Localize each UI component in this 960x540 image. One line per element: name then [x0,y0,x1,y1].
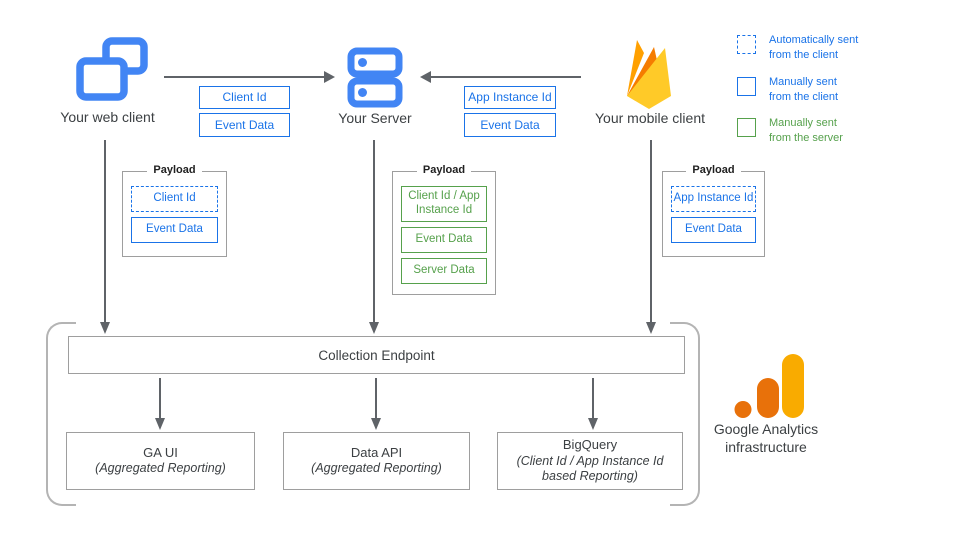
transfer-tag-client-id: Client Id [199,86,290,109]
output-subtitle: (Aggregated Reporting) [95,461,226,476]
legend-swatch-manual-server [737,118,756,137]
payload-server: Payload Client Id / App Instance Id Even… [392,164,496,295]
legend-swatch-manual-client [737,77,756,96]
legend-line: Automatically sent [769,34,859,46]
legend-item-auto-client: Automatically sent from the client [737,33,858,63]
legend-swatch-auto-client [737,35,756,54]
payload-web-items: Client Id Event Data [123,172,226,256]
legend-item-manual-server: Manually sent from the server [737,116,843,146]
arrow-endpoint-to-data-api [371,378,381,430]
output-subtitle: (Client Id / App Instance Id based Repor… [516,453,664,484]
payload-title-text: Payload [416,164,472,176]
web-client-icon [76,37,148,101]
transfer-tag-event-data-web: Event Data [199,113,290,137]
payload-item-client-or-app-instance-id: Client Id / App Instance Id [401,186,487,222]
legend-line: from the client [769,48,839,61]
legend-label-auto-client: Automatically sent from the client [769,33,858,63]
payload-item-client-id: Client Id [131,186,218,212]
payload-item-server-data: Server Data [401,258,487,284]
payload-title-text: Payload [686,164,741,176]
payload-web: Payload Client Id Event Data [122,164,227,257]
caption-line: infrastructure [725,439,807,456]
payload-item-event-data: Event Data [131,217,218,243]
arrow-endpoint-to-ga-ui [155,378,165,430]
legend-label-manual-server: Manually sent from the server [769,116,843,146]
payload-item-event-data: Event Data [401,227,487,253]
mobile-client-label: Your mobile client [595,110,705,126]
payload-mobile: Payload App Instance Id Event Data [662,164,765,257]
web-client-label: Your web client [60,109,155,125]
arrow-web-to-server [164,71,335,83]
arrow-endpoint-to-bigquery [588,378,598,430]
payload-mobile-title: Payload [663,164,764,176]
output-box-data-api: Data API (Aggregated Reporting) [283,432,470,490]
arrow-mobile-to-server [420,71,581,83]
output-title: BigQuery [562,437,618,453]
output-box-ga-ui: GA UI (Aggregated Reporting) [66,432,255,490]
infrastructure-bracket-left [46,322,76,506]
legend-line: Manually sent [769,76,837,88]
output-subtitle: (Aggregated Reporting) [311,461,442,476]
firebase-icon [627,40,671,109]
legend-line: from the server [769,131,843,144]
legend-line: Manually sent [769,117,837,129]
payload-web-title: Payload [123,164,226,176]
infrastructure-bracket-right [670,322,700,506]
infrastructure-caption: Google Analytics infrastructure [691,420,841,456]
arrow-mobile-to-endpoint [646,140,656,334]
google-analytics-icon [734,354,804,418]
output-box-bigquery: BigQuery (Client Id / App Instance Id ba… [497,432,683,490]
legend-item-manual-client: Manually sent from the client [737,75,838,105]
arrow-web-to-endpoint [100,140,110,334]
payload-title-text: Payload [147,164,202,176]
caption-line: Google Analytics [713,421,819,437]
server-icon [347,47,403,108]
legend-line: from the client [769,90,839,103]
payload-server-items: Client Id / App Instance Id Event Data S… [393,172,495,294]
arrow-server-to-endpoint [369,140,379,334]
transfer-tag-app-instance-id: App Instance Id [464,86,556,109]
transfer-tag-event-data-mobile: Event Data [464,113,556,137]
payload-item-event-data: Event Data [671,217,756,243]
collection-endpoint-box: Collection Endpoint [68,336,685,374]
server-label: Your Server [338,110,412,126]
payload-item-app-instance-id: App Instance Id [671,186,756,212]
payload-mobile-items: App Instance Id Event Data [663,172,764,256]
output-title: GA UI [143,445,178,461]
output-title: Data API [350,445,403,461]
legend-label-manual-client: Manually sent from the client [769,75,838,105]
payload-server-title: Payload [393,164,495,176]
